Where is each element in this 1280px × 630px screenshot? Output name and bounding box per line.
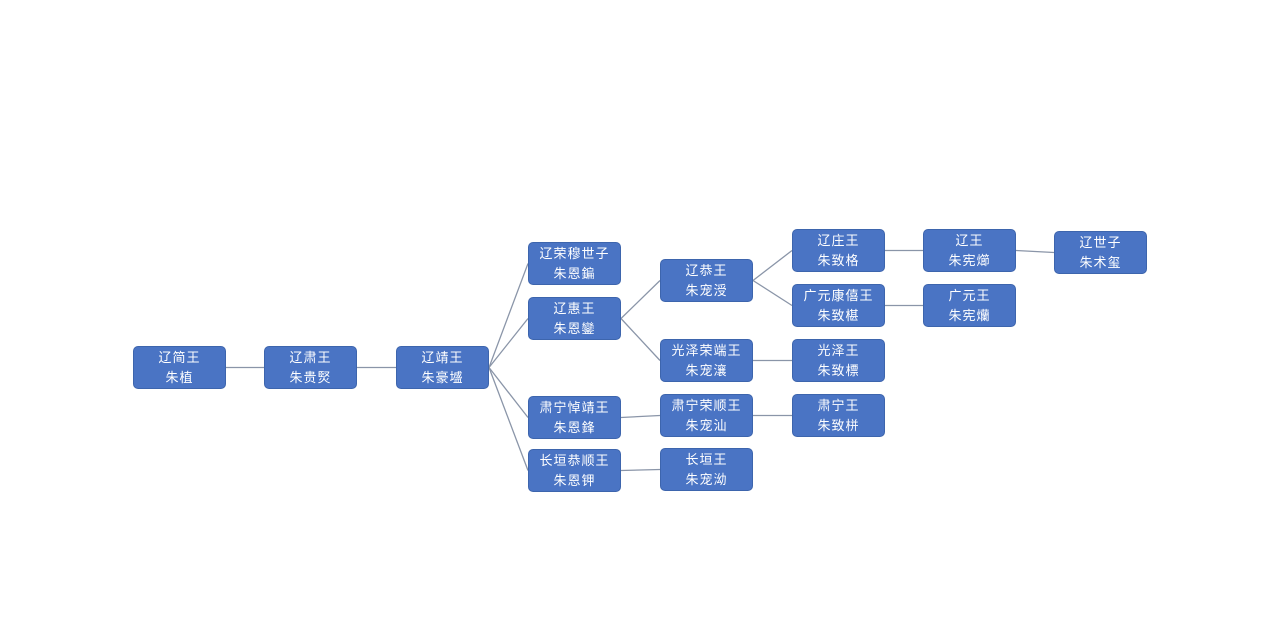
node-name: 朱恩鍽 (553, 265, 596, 281)
node-title: 光泽荣端王 (671, 342, 742, 358)
tree-node-guangze: 光泽王朱致標 (792, 339, 885, 382)
node-title: 肃宁王 (817, 397, 860, 413)
tree-node-hui: 辽惠王朱恩鑾 (528, 297, 621, 340)
connector-jing-to-suning-daojing (488, 367, 529, 418)
node-title: 辽靖王 (421, 349, 464, 365)
connector-liao-to-shizi (1015, 249, 1055, 254)
tree-node-suning-rongshun: 肃宁荣顺王朱宠汕 (660, 394, 753, 437)
node-title: 辽荣穆世子 (539, 245, 610, 261)
node-name: 朱恩钾 (553, 472, 596, 488)
node-name: 朱致標 (817, 362, 860, 378)
node-title: 辽恭王 (685, 262, 728, 278)
tree-node-zhuang: 辽庄王朱致格 (792, 229, 885, 272)
tree-node-su: 辽肃王朱贵㷂 (264, 346, 357, 389)
node-title: 肃宁悼靖王 (539, 399, 610, 415)
tree-node-changyuan: 长垣王朱宠泑 (660, 448, 753, 491)
tree-node-jian: 辽简王朱植 (133, 346, 226, 389)
connector-gong-to-guangyuan-kangxi (752, 279, 793, 307)
connector-jing-to-hui (488, 318, 529, 368)
node-name: 朱致格 (817, 252, 860, 268)
node-title: 肃宁荣顺王 (671, 397, 742, 413)
tree-node-suning-daojing: 肃宁悼靖王朱恩鋒 (528, 396, 621, 439)
node-name: 朱宠泑 (685, 471, 728, 487)
node-name: 朱豪墭 (421, 369, 464, 385)
node-title: 辽惠王 (553, 300, 596, 316)
tree-node-gong: 辽恭王朱宠涭 (660, 259, 753, 302)
tree-node-guangyuan: 广元王朱宪爤 (923, 284, 1016, 327)
node-name: 朱宪爤 (948, 307, 991, 323)
node-title: 辽简王 (158, 349, 201, 365)
node-name: 朱贵㷂 (289, 369, 332, 385)
tree-node-guangyuan-kangxi: 广元康僖王朱致椹 (792, 284, 885, 327)
node-name: 朱致椹 (817, 307, 860, 323)
node-title: 辽王 (955, 232, 984, 248)
node-title: 辽庄王 (817, 232, 860, 248)
node-title: 辽世子 (1079, 234, 1122, 250)
node-name: 朱致栟 (817, 417, 860, 433)
node-title: 长垣王 (685, 451, 728, 467)
tree-node-rongmu: 辽荣穆世子朱恩鍽 (528, 242, 621, 285)
node-title: 长垣恭顺王 (539, 452, 610, 468)
connector-changyuan-gongshun-to-changyuan (620, 468, 661, 472)
node-name: 朱恩鑾 (553, 320, 596, 336)
tree-node-changyuan-gongshun: 长垣恭顺王朱恩钾 (528, 449, 621, 492)
tree-node-shizi: 辽世子朱术玺 (1054, 231, 1147, 274)
node-name: 朱植 (165, 369, 194, 385)
connector-hui-to-guangze-rongduan (620, 318, 661, 361)
connector-suning-daojing-to-suning-rongshun (620, 414, 661, 419)
connector-gong-to-zhuang (752, 249, 793, 282)
node-title: 光泽王 (817, 342, 860, 358)
tree-node-jing: 辽靖王朱豪墭 (396, 346, 489, 389)
node-title: 广元康僖王 (803, 287, 874, 303)
node-name: 朱宠汕 (685, 417, 728, 433)
connector-jing-to-rongmu (488, 263, 529, 368)
tree-node-liao: 辽王朱宪㸅 (923, 229, 1016, 272)
tree-node-guangze-rongduan: 光泽荣端王朱宠瀼 (660, 339, 753, 382)
node-name: 朱恩鋒 (553, 419, 596, 435)
node-name: 朱宠涭 (685, 282, 728, 298)
node-title: 辽肃王 (289, 349, 332, 365)
node-name: 朱术玺 (1079, 254, 1122, 270)
node-name: 朱宠瀼 (685, 362, 728, 378)
connector-hui-to-gong (620, 280, 661, 319)
node-title: 广元王 (948, 287, 991, 303)
node-name: 朱宪㸅 (948, 252, 991, 268)
tree-node-suning: 肃宁王朱致栟 (792, 394, 885, 437)
connector-jing-to-changyuan-gongshun (488, 367, 529, 471)
